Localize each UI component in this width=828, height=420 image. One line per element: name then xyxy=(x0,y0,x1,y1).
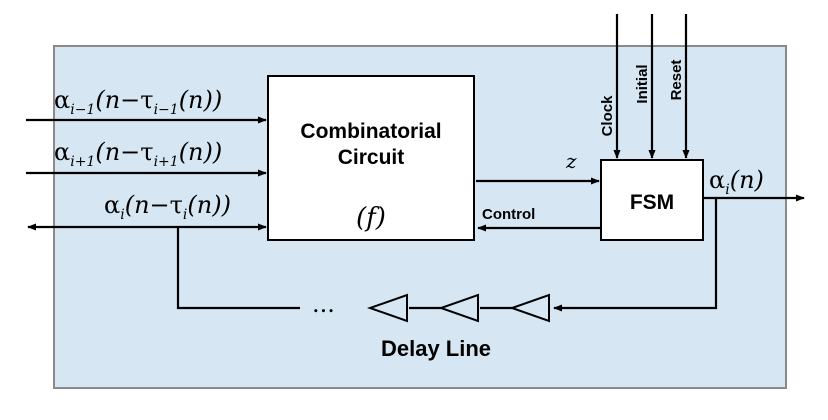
reset-label: Reset xyxy=(668,60,685,101)
delay-ellipsis: ... xyxy=(312,290,335,318)
fsm-block: FSM xyxy=(600,159,704,241)
delay-return-wire xyxy=(176,227,300,310)
initial-label: Initial xyxy=(634,64,651,103)
output-label: αi(n) xyxy=(709,166,764,198)
next-input-label: αi+1(n−τi+1(n)) xyxy=(54,138,222,170)
delay-line xyxy=(366,293,550,323)
combinatorial-title-line1: Combinatorial xyxy=(300,120,441,143)
delay-buffer-1 xyxy=(508,293,550,323)
combinatorial-function-label: (f) xyxy=(356,203,386,233)
delay-line-label: Delay Line xyxy=(381,336,491,361)
fsm-title: FSM xyxy=(630,191,674,214)
combinatorial-circuit-block: Combinatorial Circuit (f) xyxy=(267,75,475,241)
combinatorial-title-line2: Circuit xyxy=(338,146,405,169)
delay-buffer-2 xyxy=(437,293,479,323)
feedback-wire xyxy=(553,198,718,312)
self-input-label: αi(n−τi(n)) xyxy=(104,191,231,223)
clock-label: Clock xyxy=(599,95,616,137)
z-label: z xyxy=(565,149,577,173)
delay-buffer-3 xyxy=(366,293,408,323)
prev-input-label: αi−1(n−τi−1(n)) xyxy=(54,86,222,118)
control-label: Control xyxy=(482,206,535,223)
